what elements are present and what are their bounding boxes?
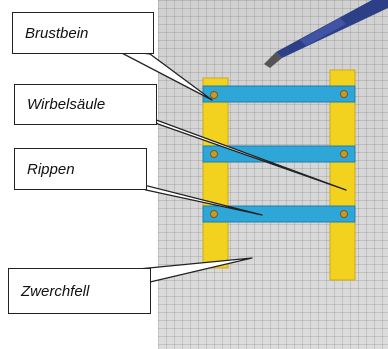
label-sternum: Brustbein <box>12 12 154 54</box>
rib-strip-3 <box>202 205 356 223</box>
rib-strip-2 <box>202 145 356 163</box>
rib-strip-1 <box>202 85 356 103</box>
yellow-strip-right <box>329 69 356 281</box>
label-diaphragm: Zwerchfell <box>8 268 151 314</box>
label-spine: Wirbelsäule <box>14 84 157 125</box>
label-ribs: Rippen <box>14 148 147 190</box>
yellow-strip-left <box>202 77 229 269</box>
pen <box>264 0 388 68</box>
fasteners <box>210 90 348 218</box>
